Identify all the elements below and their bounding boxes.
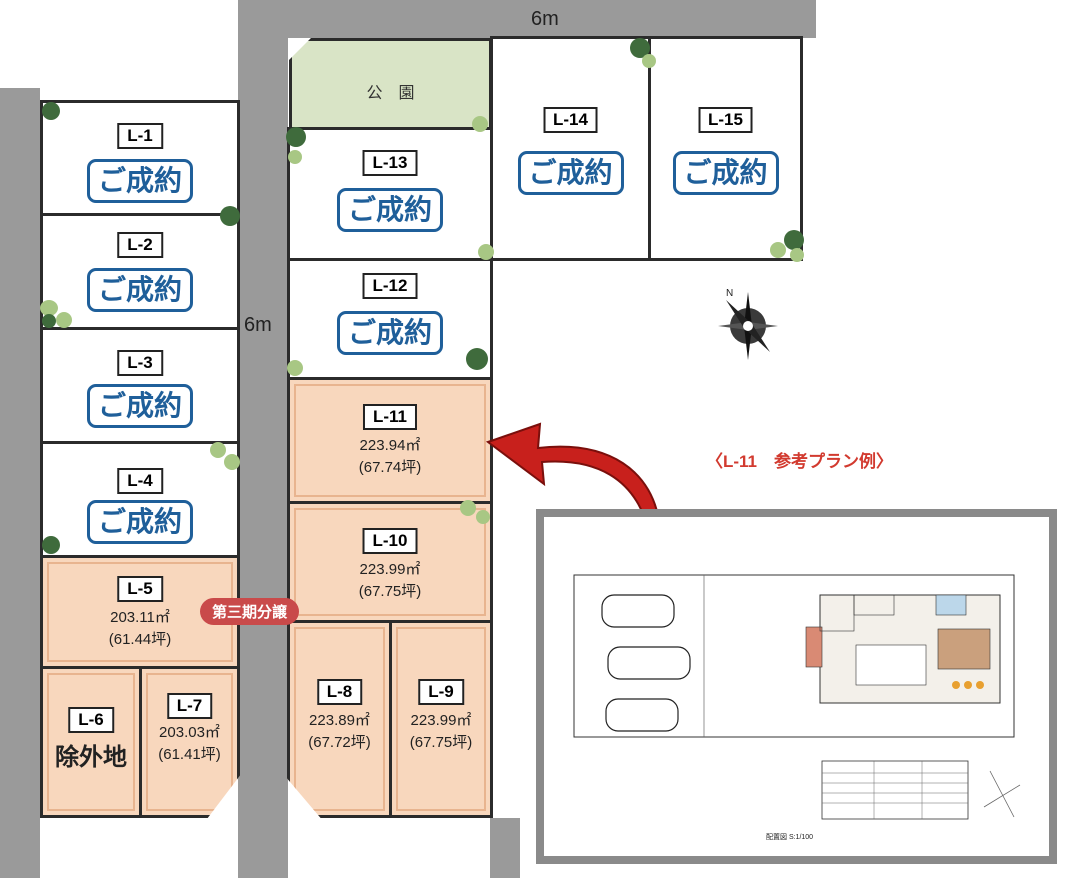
lot-l13[interactable]: L-13 ご成約 bbox=[287, 127, 493, 261]
road-top-6m bbox=[238, 0, 816, 38]
lot-tsubo: (61.44坪) bbox=[108, 631, 172, 648]
tree-icon bbox=[224, 454, 240, 470]
lot-l14[interactable]: L-14 ご成約 bbox=[490, 36, 651, 261]
tree-icon bbox=[770, 242, 786, 258]
tree-icon bbox=[288, 150, 302, 164]
lot-area: 223.89㎡ bbox=[309, 712, 370, 729]
svg-text:N: N bbox=[726, 288, 733, 299]
lot-l4[interactable]: L-4 ご成約 bbox=[40, 441, 240, 558]
tree-icon bbox=[642, 54, 656, 68]
site-plan-drawing bbox=[573, 574, 1021, 820]
tree-icon bbox=[460, 500, 476, 516]
lot-area: 223.99㎡ bbox=[410, 712, 472, 729]
lot-label: L-4 bbox=[117, 468, 163, 494]
sold-badge: ご成約 bbox=[336, 188, 444, 232]
tree-icon bbox=[40, 300, 58, 316]
lot-area: 223.94㎡ bbox=[359, 437, 421, 454]
lot-l12[interactable]: L-12 ご成約 bbox=[287, 258, 493, 380]
tree-icon bbox=[42, 314, 56, 328]
lot-label: L-11 bbox=[362, 404, 418, 430]
tree-icon bbox=[790, 248, 804, 262]
lot-area: 203.03㎡ bbox=[159, 724, 220, 741]
lot-label: L-2 bbox=[117, 232, 163, 258]
phase-sale-badge: 第三期分譲 bbox=[200, 598, 300, 625]
arrow-to-l11-icon bbox=[485, 422, 662, 529]
lot-label: L-5 bbox=[117, 576, 163, 602]
tree-icon bbox=[210, 442, 226, 458]
lot-label: L-12 bbox=[362, 273, 418, 299]
lot-l7[interactable]: L-7 203.03㎡ (61.41坪) bbox=[139, 666, 240, 818]
road-vertical-6m bbox=[238, 0, 288, 878]
tree-icon bbox=[42, 536, 60, 554]
tree-icon bbox=[42, 102, 60, 120]
plan-scale-label: 配置図 S:1/100 bbox=[766, 834, 814, 841]
park-area: 公 園 bbox=[289, 38, 492, 130]
sold-badge: ご成約 bbox=[86, 384, 194, 428]
lot-label: L-6 bbox=[68, 707, 114, 733]
lot-label: L-7 bbox=[166, 693, 213, 719]
lot-l9[interactable]: L-9 223.99㎡ (67.75坪) bbox=[389, 620, 493, 818]
lot-l2[interactable]: L-2 ご成約 bbox=[40, 213, 240, 330]
lot-l3[interactable]: L-3 ご成約 bbox=[40, 327, 240, 444]
sold-badge: ご成約 bbox=[86, 159, 194, 203]
compass-icon: N bbox=[718, 288, 778, 360]
lot-label: L-9 bbox=[418, 679, 464, 705]
tree-icon bbox=[286, 127, 306, 147]
tree-icon bbox=[472, 116, 488, 132]
lot-area: 223.99㎡ bbox=[359, 561, 421, 578]
lot-tsubo: (67.75坪) bbox=[358, 583, 422, 600]
road-side-width-label: 6m bbox=[244, 314, 272, 336]
tree-icon bbox=[630, 38, 650, 58]
tree-icon bbox=[220, 206, 240, 226]
lot-l11[interactable]: L-11 223.94㎡ (67.74坪) bbox=[287, 377, 493, 504]
road-left bbox=[0, 88, 40, 878]
lot-tsubo: (61.41坪) bbox=[158, 746, 221, 763]
lot-l1[interactable]: L-1 ご成約 bbox=[40, 100, 240, 216]
tree-icon bbox=[478, 244, 494, 260]
reference-plan-frame: 配置図 S:1/100 bbox=[536, 509, 1057, 864]
lot-tsubo: (67.75坪) bbox=[409, 734, 473, 751]
tree-icon bbox=[56, 312, 72, 328]
sold-badge: ご成約 bbox=[517, 151, 624, 195]
sold-badge: ご成約 bbox=[86, 500, 194, 544]
lot-area: 203.11㎡ bbox=[110, 609, 170, 626]
excluded-text: 除外地 bbox=[55, 744, 127, 771]
lot-tsubo: (67.74坪) bbox=[358, 459, 422, 476]
lot-label: L-13 bbox=[362, 150, 418, 176]
sold-badge: ご成約 bbox=[86, 268, 194, 312]
lot-label: L-3 bbox=[117, 350, 163, 376]
lot-l10[interactable]: L-10 223.99㎡ (67.75坪) bbox=[287, 501, 493, 623]
lot-l15[interactable]: L-15 ご成約 bbox=[648, 36, 803, 261]
lot-label: L-15 bbox=[698, 107, 753, 133]
tree-icon bbox=[784, 230, 804, 250]
lot-label: L-1 bbox=[117, 123, 163, 149]
lot-label: L-10 bbox=[362, 528, 418, 554]
road-top-width-label: 6m bbox=[531, 8, 559, 30]
lot-l8[interactable]: L-8 223.89㎡ (67.72坪) bbox=[287, 620, 392, 818]
tree-icon bbox=[287, 360, 303, 376]
lot-l6[interactable]: L-6 除外地 bbox=[40, 666, 142, 818]
lot-label: L-14 bbox=[543, 107, 598, 133]
lot-tsubo: (67.72坪) bbox=[308, 734, 371, 751]
road-bottom-right bbox=[490, 818, 520, 878]
tree-icon bbox=[466, 348, 488, 370]
lot-label: L-8 bbox=[316, 679, 363, 705]
sold-badge: ご成約 bbox=[672, 151, 779, 195]
sold-badge: ご成約 bbox=[336, 311, 444, 355]
plan-caption: 〈L-11 参考プラン例〉 bbox=[706, 452, 894, 471]
park-label: 公 園 bbox=[366, 85, 415, 102]
tree-icon bbox=[476, 510, 490, 524]
